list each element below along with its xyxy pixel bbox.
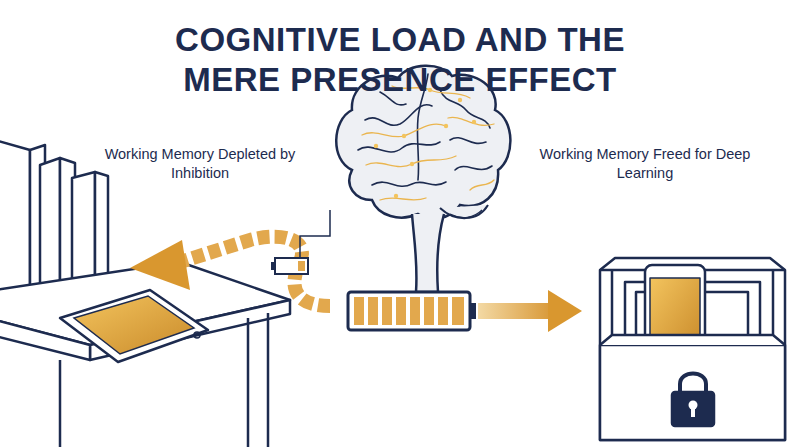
large-battery <box>348 292 476 330</box>
brain <box>336 66 510 292</box>
locked-box <box>600 258 785 440</box>
title: COGNITIVE LOAD AND THE MERE PRESENCE EFF… <box>130 20 670 100</box>
freed-arrow <box>478 290 582 332</box>
caption-label: Working Memory Depleted by Inhibition <box>95 145 305 183</box>
caption-label: Working Memory Freed for Deep Learning <box>520 145 770 183</box>
small-battery <box>271 210 330 274</box>
desk <box>0 262 290 447</box>
phone <box>60 290 208 362</box>
